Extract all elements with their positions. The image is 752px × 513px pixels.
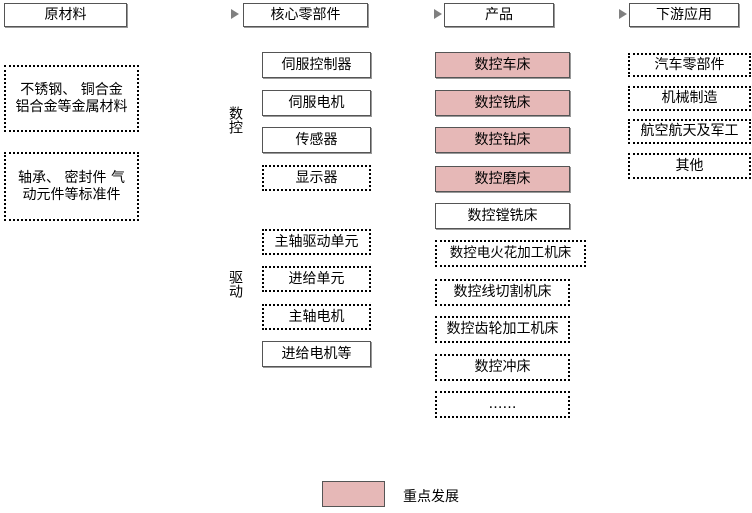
product-item: 数控钻床 xyxy=(435,127,570,153)
core-item: 传感器 xyxy=(262,127,371,153)
downstream-item: 机械制造 xyxy=(628,86,751,111)
core-item: 进给电机等 xyxy=(262,341,371,367)
core-group-cnc-text: 数控 xyxy=(227,106,243,134)
raw-material-metals-line1: 不锈钢、 铜合金 xyxy=(20,81,123,98)
arrow-right-icon xyxy=(434,9,442,19)
legend-swatch xyxy=(322,481,385,507)
core-item: 进给单元 xyxy=(262,266,371,292)
raw-material-standard-parts: 轴承、 密封件 气 动元件等标准件 xyxy=(4,152,139,221)
product-item: …… xyxy=(435,391,570,418)
raw-material-metals-line2: 铝合金等金属材料 xyxy=(15,98,128,115)
arrow-right-icon xyxy=(231,9,239,19)
arrow-right-icon xyxy=(619,9,627,19)
product-item: 数控镗铣床 xyxy=(435,203,570,229)
raw-material-parts-line1: 轴承、 密封件 气 xyxy=(18,169,125,186)
raw-material-parts-line2: 动元件等标准件 xyxy=(22,186,121,203)
product-item: 数控车床 xyxy=(435,52,570,78)
core-item: 伺服控制器 xyxy=(262,52,371,78)
downstream-item: 汽车零部件 xyxy=(628,53,751,77)
header-core-components: 核心零部件 xyxy=(243,3,368,27)
core-group-drive-label: 驱动 xyxy=(224,270,243,305)
header-raw-materials: 原材料 xyxy=(4,3,127,27)
product-item: 数控齿轮加工机床 xyxy=(435,316,570,343)
product-item: 数控铣床 xyxy=(435,90,570,116)
legend-label: 重点发展 xyxy=(403,489,459,505)
core-item: 主轴驱动单元 xyxy=(262,229,371,255)
product-item: 数控电火花加工机床 xyxy=(435,240,586,267)
header-downstream: 下游应用 xyxy=(629,3,739,27)
downstream-item: 其他 xyxy=(628,153,751,179)
core-group-cnc-label: 数控 xyxy=(224,106,243,141)
product-item: 数控线切割机床 xyxy=(435,279,570,306)
core-item: 显示器 xyxy=(262,165,371,191)
product-item: 数控磨床 xyxy=(435,166,570,192)
downstream-item: 航空航天及军工 xyxy=(628,119,751,144)
raw-material-metals: 不锈钢、 铜合金 铝合金等金属材料 xyxy=(4,65,139,132)
header-products: 产品 xyxy=(444,3,554,27)
core-group-drive-text: 驱动 xyxy=(227,270,243,298)
core-item: 主轴电机 xyxy=(262,304,371,330)
core-item: 伺服电机 xyxy=(262,90,371,116)
product-item: 数控冲床 xyxy=(435,354,570,381)
